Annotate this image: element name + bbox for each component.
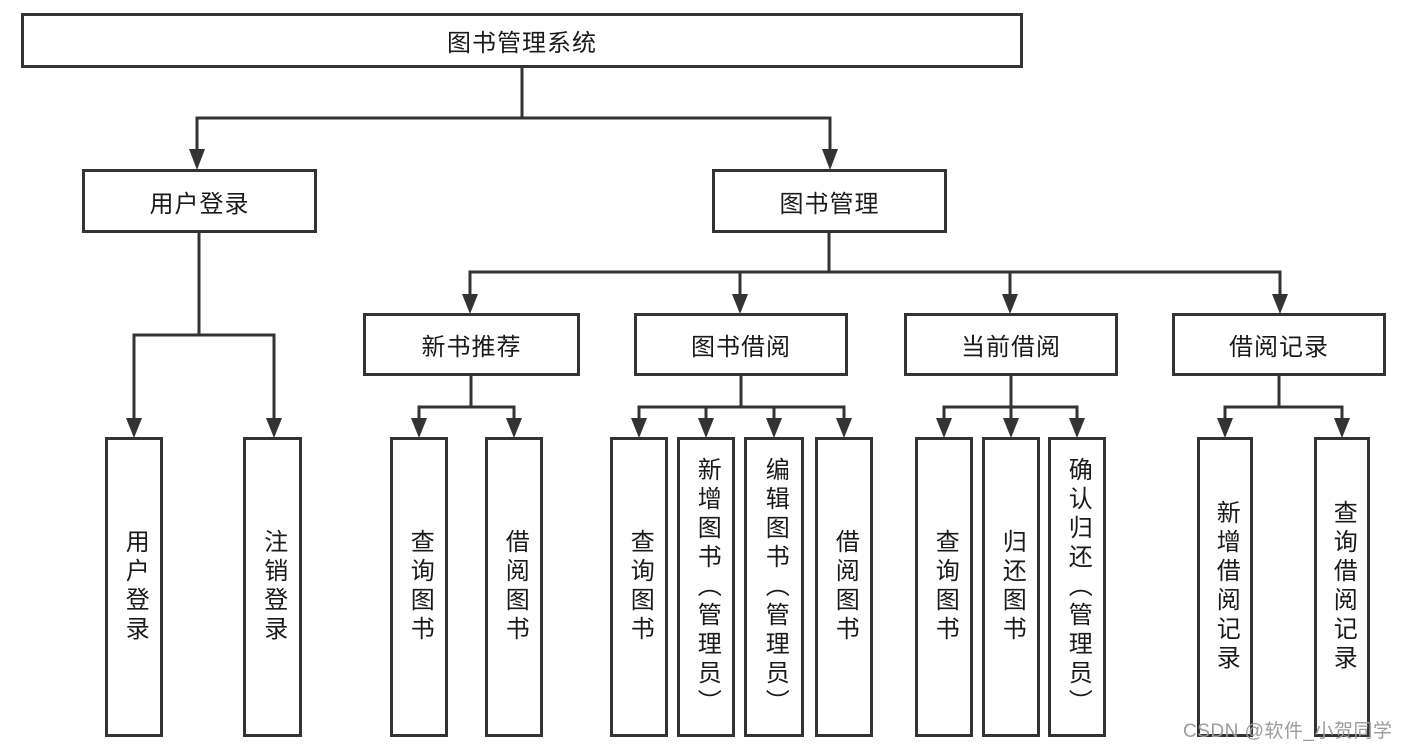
connector-new-books-children	[417, 374, 516, 423]
arrow-borrowing-records-child-2	[1334, 418, 1350, 438]
arrow-book-borrowing-child-3	[766, 418, 782, 438]
leaf-edit-books-admin: 编辑图书（管理员）	[744, 437, 804, 737]
connector-book-borrowing-children	[637, 374, 846, 423]
leaf-borrow-books-2-label: 借阅图书	[831, 529, 859, 645]
arrow-to-borrowing-records	[1272, 294, 1288, 314]
connector-current-borrowing-children	[942, 374, 1079, 423]
node-book-borrowing-section: 图书借阅	[634, 313, 848, 376]
connector-borrowing-records-children	[1223, 374, 1344, 423]
arrow-to-logout-leaf	[266, 418, 282, 438]
arrow-to-user-login-leaf	[126, 418, 142, 438]
leaf-logout: 注销登录	[243, 437, 302, 737]
leaf-borrow-books-2: 借阅图书	[815, 437, 873, 737]
node-new-books-section: 新书推荐	[363, 313, 580, 376]
leaf-query-books-1: 查询图书	[390, 437, 448, 737]
arrow-book-borrowing-child-2	[698, 418, 714, 438]
leaf-logout-label: 注销登录	[259, 529, 287, 645]
node-book-management-module: 图书管理	[712, 169, 947, 233]
node-user-login-module-label: 用户登录	[149, 190, 250, 218]
arrow-to-user-login	[189, 149, 205, 170]
node-borrowing-records-section: 借阅记录	[1172, 313, 1386, 376]
leaf-add-books-admin: 新增图书（管理员）	[677, 437, 735, 737]
node-root-system: 图书管理系统	[21, 13, 1023, 68]
leaf-query-books-2: 查询图书	[610, 437, 668, 737]
leaf-query-borrow-record: 查询借阅记录	[1314, 437, 1370, 737]
arrow-new-books-child-1	[411, 418, 427, 438]
arrow-current-borrowing-child-2	[1003, 418, 1019, 438]
arrow-borrowing-records-child-1	[1217, 418, 1233, 438]
connector-book-management-sections	[468, 231, 1282, 299]
arrow-to-book-borrowing	[732, 294, 748, 314]
leaf-query-books-2-label: 查询图书	[626, 529, 654, 645]
leaf-query-books-3: 查询图书	[915, 437, 973, 737]
connector-root-to-level2	[195, 66, 832, 154]
leaf-add-borrow-record-label: 新增借阅记录	[1212, 500, 1240, 674]
leaf-return-books-label: 归还图书	[998, 529, 1026, 645]
arrow-book-borrowing-child-1	[631, 418, 647, 438]
leaf-user-login: 用户登录	[105, 437, 163, 737]
arrow-to-book-management	[822, 149, 838, 170]
leaf-query-books-3-label: 查询图书	[931, 529, 959, 645]
leaf-user-login-label: 用户登录	[121, 529, 149, 645]
leaf-query-borrow-record-label: 查询借阅记录	[1329, 500, 1357, 674]
node-root-system-label: 图书管理系统	[447, 30, 597, 57]
leaf-edit-books-admin-label: 编辑图书（管理员）	[761, 456, 789, 718]
node-current-borrowing-section: 当前借阅	[904, 313, 1118, 376]
arrow-book-borrowing-child-4	[836, 418, 852, 438]
leaf-query-books-1-label: 查询图书	[406, 529, 434, 645]
leaf-confirm-return-admin-label: 确认归还（管理员）	[1064, 456, 1092, 718]
leaf-borrow-books-1: 借阅图书	[485, 437, 543, 737]
leaf-return-books: 归还图书	[982, 437, 1040, 737]
node-borrowing-records-section-label: 借阅记录	[1229, 334, 1329, 361]
leaf-add-borrow-record: 新增借阅记录	[1197, 437, 1253, 737]
arrow-current-borrowing-child-1	[936, 418, 952, 438]
leaf-borrow-books-1-label: 借阅图书	[501, 529, 529, 645]
node-new-books-section-label: 新书推荐	[421, 334, 522, 361]
node-user-login-module: 用户登录	[82, 169, 317, 233]
arrow-new-books-child-2	[506, 418, 522, 438]
leaf-add-books-admin-label: 新增图书（管理员）	[693, 456, 721, 718]
arrow-to-new-books	[462, 294, 478, 314]
node-book-management-module-label: 图书管理	[779, 190, 880, 218]
leaf-confirm-return-admin: 确认归还（管理员）	[1048, 437, 1106, 737]
connector-user-login-children	[132, 231, 276, 423]
arrow-current-borrowing-child-3	[1069, 418, 1085, 438]
csdn-watermark: CSDN @软件_小贺同学	[1183, 721, 1393, 742]
node-book-borrowing-section-label: 图书借阅	[691, 334, 791, 361]
node-current-borrowing-section-label: 当前借阅	[961, 334, 1061, 361]
arrow-to-current-borrowing	[1002, 294, 1018, 314]
